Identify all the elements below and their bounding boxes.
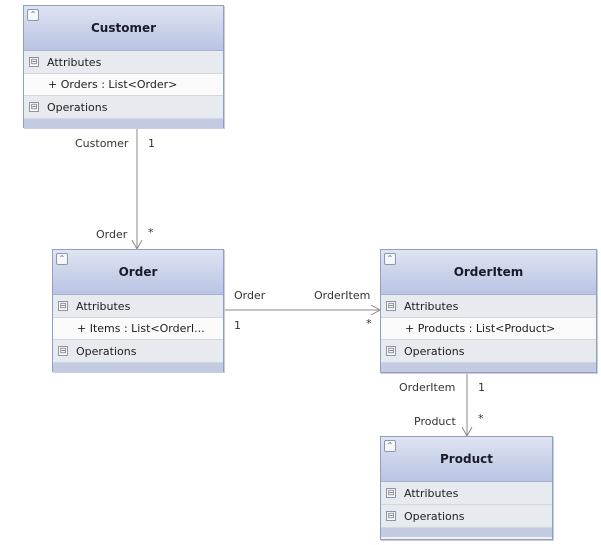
class-header: ⌃ Order: [53, 250, 223, 295]
multiplicity-label: *: [366, 317, 372, 330]
operations-section[interactable]: ⊟ Operations: [24, 96, 223, 119]
section-toggle-icon[interactable]: ⊟: [29, 102, 39, 112]
operations-section[interactable]: ⊟ Operations: [381, 505, 552, 528]
multiplicity-label: 1: [234, 319, 241, 332]
role-label: Order: [234, 289, 266, 302]
attribute-member[interactable]: + Orders : List<Order>: [24, 74, 223, 96]
class-orderitem[interactable]: ⌃ OrderItem ⊟ Attributes + Products : Li…: [380, 249, 597, 373]
section-label: Attributes: [404, 299, 459, 313]
section-toggle-icon[interactable]: ⊟: [58, 346, 68, 356]
class-title: Order: [118, 265, 158, 279]
class-header: ⌃ Product: [381, 437, 552, 482]
section-label: Operations: [404, 509, 465, 523]
section-label: Operations: [404, 344, 465, 358]
operations-section[interactable]: ⊟ Operations: [53, 340, 223, 363]
section-toggle-icon[interactable]: ⊟: [29, 57, 39, 67]
class-footer: [24, 119, 223, 128]
collapse-icon[interactable]: ⌃: [384, 253, 396, 265]
multiplicity-label: 1: [148, 137, 155, 150]
class-footer: [381, 363, 596, 372]
section-toggle-icon[interactable]: ⊟: [386, 301, 396, 311]
section-toggle-icon[interactable]: ⊟: [386, 488, 396, 498]
role-label: Customer: [75, 137, 129, 150]
collapse-icon[interactable]: ⌃: [56, 253, 68, 265]
role-label: Order: [96, 228, 128, 241]
attribute-member[interactable]: + Products : List<Product>: [381, 318, 596, 340]
class-title: OrderItem: [453, 265, 524, 279]
attribute-member[interactable]: + Items : List<OrderI...: [53, 318, 223, 340]
class-header: ⌃ Customer: [24, 6, 223, 51]
collapse-icon[interactable]: ⌃: [27, 9, 39, 21]
class-product[interactable]: ⌃ Product ⊟ Attributes ⊟ Operations: [380, 436, 553, 540]
section-toggle-icon[interactable]: ⊟: [386, 511, 396, 521]
class-customer[interactable]: ⌃ Customer ⊟ Attributes + Orders : List<…: [23, 5, 224, 128]
section-label: Attributes: [47, 55, 102, 69]
class-title: Customer: [90, 21, 157, 35]
attributes-section[interactable]: ⊟ Attributes: [381, 295, 596, 318]
class-footer: [53, 363, 223, 372]
attributes-section[interactable]: ⊟ Attributes: [24, 51, 223, 74]
section-toggle-icon[interactable]: ⊟: [58, 301, 68, 311]
multiplicity-label: *: [478, 412, 484, 425]
attributes-section[interactable]: ⊟ Attributes: [381, 482, 552, 505]
multiplicity-label: *: [148, 226, 154, 239]
role-label: OrderItem: [399, 381, 456, 394]
attributes-section[interactable]: ⊟ Attributes: [53, 295, 223, 318]
collapse-icon[interactable]: ⌃: [384, 440, 396, 452]
operations-section[interactable]: ⊟ Operations: [381, 340, 596, 363]
class-title: Product: [440, 452, 493, 466]
class-order[interactable]: ⌃ Order ⊟ Attributes + Items : List<Orde…: [52, 249, 224, 372]
section-label: Operations: [76, 344, 137, 358]
section-label: Attributes: [404, 486, 459, 500]
role-label: OrderItem: [314, 289, 371, 302]
multiplicity-label: 1: [478, 381, 485, 394]
role-label: Product: [414, 415, 456, 428]
class-header: ⌃ OrderItem: [381, 250, 596, 295]
section-label: Attributes: [76, 299, 131, 313]
section-toggle-icon[interactable]: ⊟: [386, 346, 396, 356]
class-footer: [381, 528, 552, 537]
section-label: Operations: [47, 100, 108, 114]
